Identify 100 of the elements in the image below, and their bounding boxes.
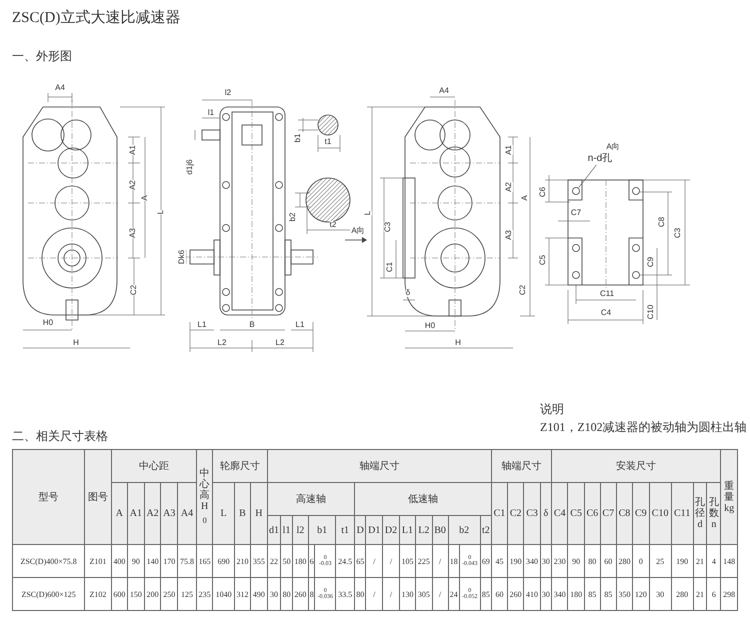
dimension-label: C2 <box>519 284 527 296</box>
table-cell: 60 <box>600 544 616 578</box>
table-cell: 340 <box>524 544 540 578</box>
table-cell: / <box>382 544 400 578</box>
table-cell: 21 <box>693 544 707 578</box>
dimension-label: l2 <box>224 89 232 97</box>
dimension-label: L1 <box>198 321 206 329</box>
table-cell: / <box>432 544 448 578</box>
table-cell: 69 <box>480 544 492 578</box>
table-cell: 85 <box>480 578 492 610</box>
dimension-label: C11 <box>600 290 614 298</box>
table-cell: 85 <box>600 578 616 610</box>
table-cell: 130 <box>399 578 416 610</box>
header-cell: L2 <box>416 516 432 544</box>
note-text: Z101，Z102减速器的被动轴为圆柱出轴 <box>540 419 747 436</box>
table-cell: 250 <box>160 578 178 610</box>
table-cell: ZSC(D)600×125 <box>12 578 85 610</box>
dimension-label: L <box>364 210 372 216</box>
header-cell: 型号 <box>12 450 85 544</box>
table-cell: 180 <box>568 578 584 610</box>
header-cell: D2 <box>382 516 400 544</box>
table-cell: 30 <box>267 578 281 610</box>
table-cell: 24.5 <box>336 544 355 578</box>
dimension-label: C4 <box>600 309 612 317</box>
dimension-label: H <box>73 339 79 347</box>
header-cell: B0 <box>432 516 448 544</box>
table-cell: 0 <box>632 544 649 578</box>
table-cell: 280 <box>671 578 694 610</box>
table-cell: 50 <box>280 544 292 578</box>
dimension-label: C9 <box>647 256 655 268</box>
header-cell: b1 <box>308 516 336 544</box>
header-cell: 中心距 <box>111 450 196 482</box>
header-cell: C1 <box>492 482 508 544</box>
table-cell: 140 <box>144 544 161 578</box>
table-cell: / <box>382 578 400 610</box>
table-cell: 260 <box>292 578 309 610</box>
header-cell: A1 <box>128 482 144 544</box>
dimension-label: L2 <box>276 339 284 347</box>
dimension-label: A3 <box>129 228 137 238</box>
section-heading: 二、相关尺寸表格 <box>12 428 108 445</box>
dimension-label: A3 <box>505 230 513 240</box>
table-cell: 80 <box>584 544 600 578</box>
table-cell: 400 <box>111 544 128 578</box>
header-cell: L1 <box>399 516 416 544</box>
dimension-label: A4 <box>55 84 65 92</box>
table-cell: 75.8 <box>178 544 196 578</box>
table-cell: 24 <box>448 578 460 610</box>
table-cell: 355 <box>250 544 268 578</box>
callout-text: n-d孔 <box>588 154 612 164</box>
table-cell: 150 <box>128 578 144 610</box>
table-cell: 18 <box>448 544 460 578</box>
header-cell: 孔径d <box>693 482 707 544</box>
dimension-label: L <box>157 210 165 214</box>
header-cell: t1 <box>336 516 355 544</box>
table-cell: 22 <box>267 544 281 578</box>
table-cell: 1040 <box>212 578 234 610</box>
dimension-label: t1 <box>324 138 332 146</box>
header-cell: D1 <box>366 516 383 544</box>
header-cell: C9 <box>632 482 649 544</box>
header-cell: C6 <box>584 482 600 544</box>
table-cell: Z102 <box>84 578 112 610</box>
header-cell: C5 <box>568 482 584 544</box>
table-cell: 190 <box>671 544 694 578</box>
table-cell: 180 <box>292 544 309 578</box>
header-cell: 孔数n <box>706 482 721 544</box>
note-heading: 说明 <box>540 401 564 418</box>
table-cell: 200 <box>144 578 161 610</box>
table-cell: 340 <box>552 578 568 610</box>
table-cell: 8 <box>308 578 315 610</box>
table-cell: 260 <box>507 578 524 610</box>
table-cell: Z101 <box>84 544 112 578</box>
header-cell: A3 <box>160 482 178 544</box>
dimension-label: δ <box>406 289 410 297</box>
table-cell: ZSC(D)400×75.8 <box>12 544 85 578</box>
header-cell: A4 <box>178 482 196 544</box>
table-cell: 4 <box>706 544 721 578</box>
table-cell: 33.5 <box>336 578 355 610</box>
table-cell: 600 <box>111 578 128 610</box>
header-cell: C10 <box>649 482 672 544</box>
dimension-label: A1 <box>129 145 137 155</box>
dimension-label: C5 <box>539 254 547 266</box>
table-cell: 312 <box>234 578 251 610</box>
header-cell: 轴端尺寸 <box>492 450 552 482</box>
table-cell: 90 <box>568 544 584 578</box>
dimension-label: C1 <box>386 262 394 272</box>
dimension-label: A4 <box>439 87 449 95</box>
dimension-label: C3 <box>384 222 392 232</box>
dimension-label: A向 <box>606 143 620 151</box>
header-cell: C4 <box>552 482 568 544</box>
header-cell: 轴端尺寸 <box>267 450 492 482</box>
table-cell: 30 <box>540 578 552 610</box>
table-cell: 280 <box>616 544 633 578</box>
leader-line <box>578 164 597 188</box>
table-cell: / <box>366 544 383 578</box>
dimension-label: L2 <box>218 339 226 347</box>
header-cell: b2 <box>448 516 480 544</box>
table-cell: 65 <box>354 544 366 578</box>
table-cell: 210 <box>234 544 251 578</box>
header-cell: H <box>250 482 268 544</box>
header-cell: A2 <box>144 482 161 544</box>
